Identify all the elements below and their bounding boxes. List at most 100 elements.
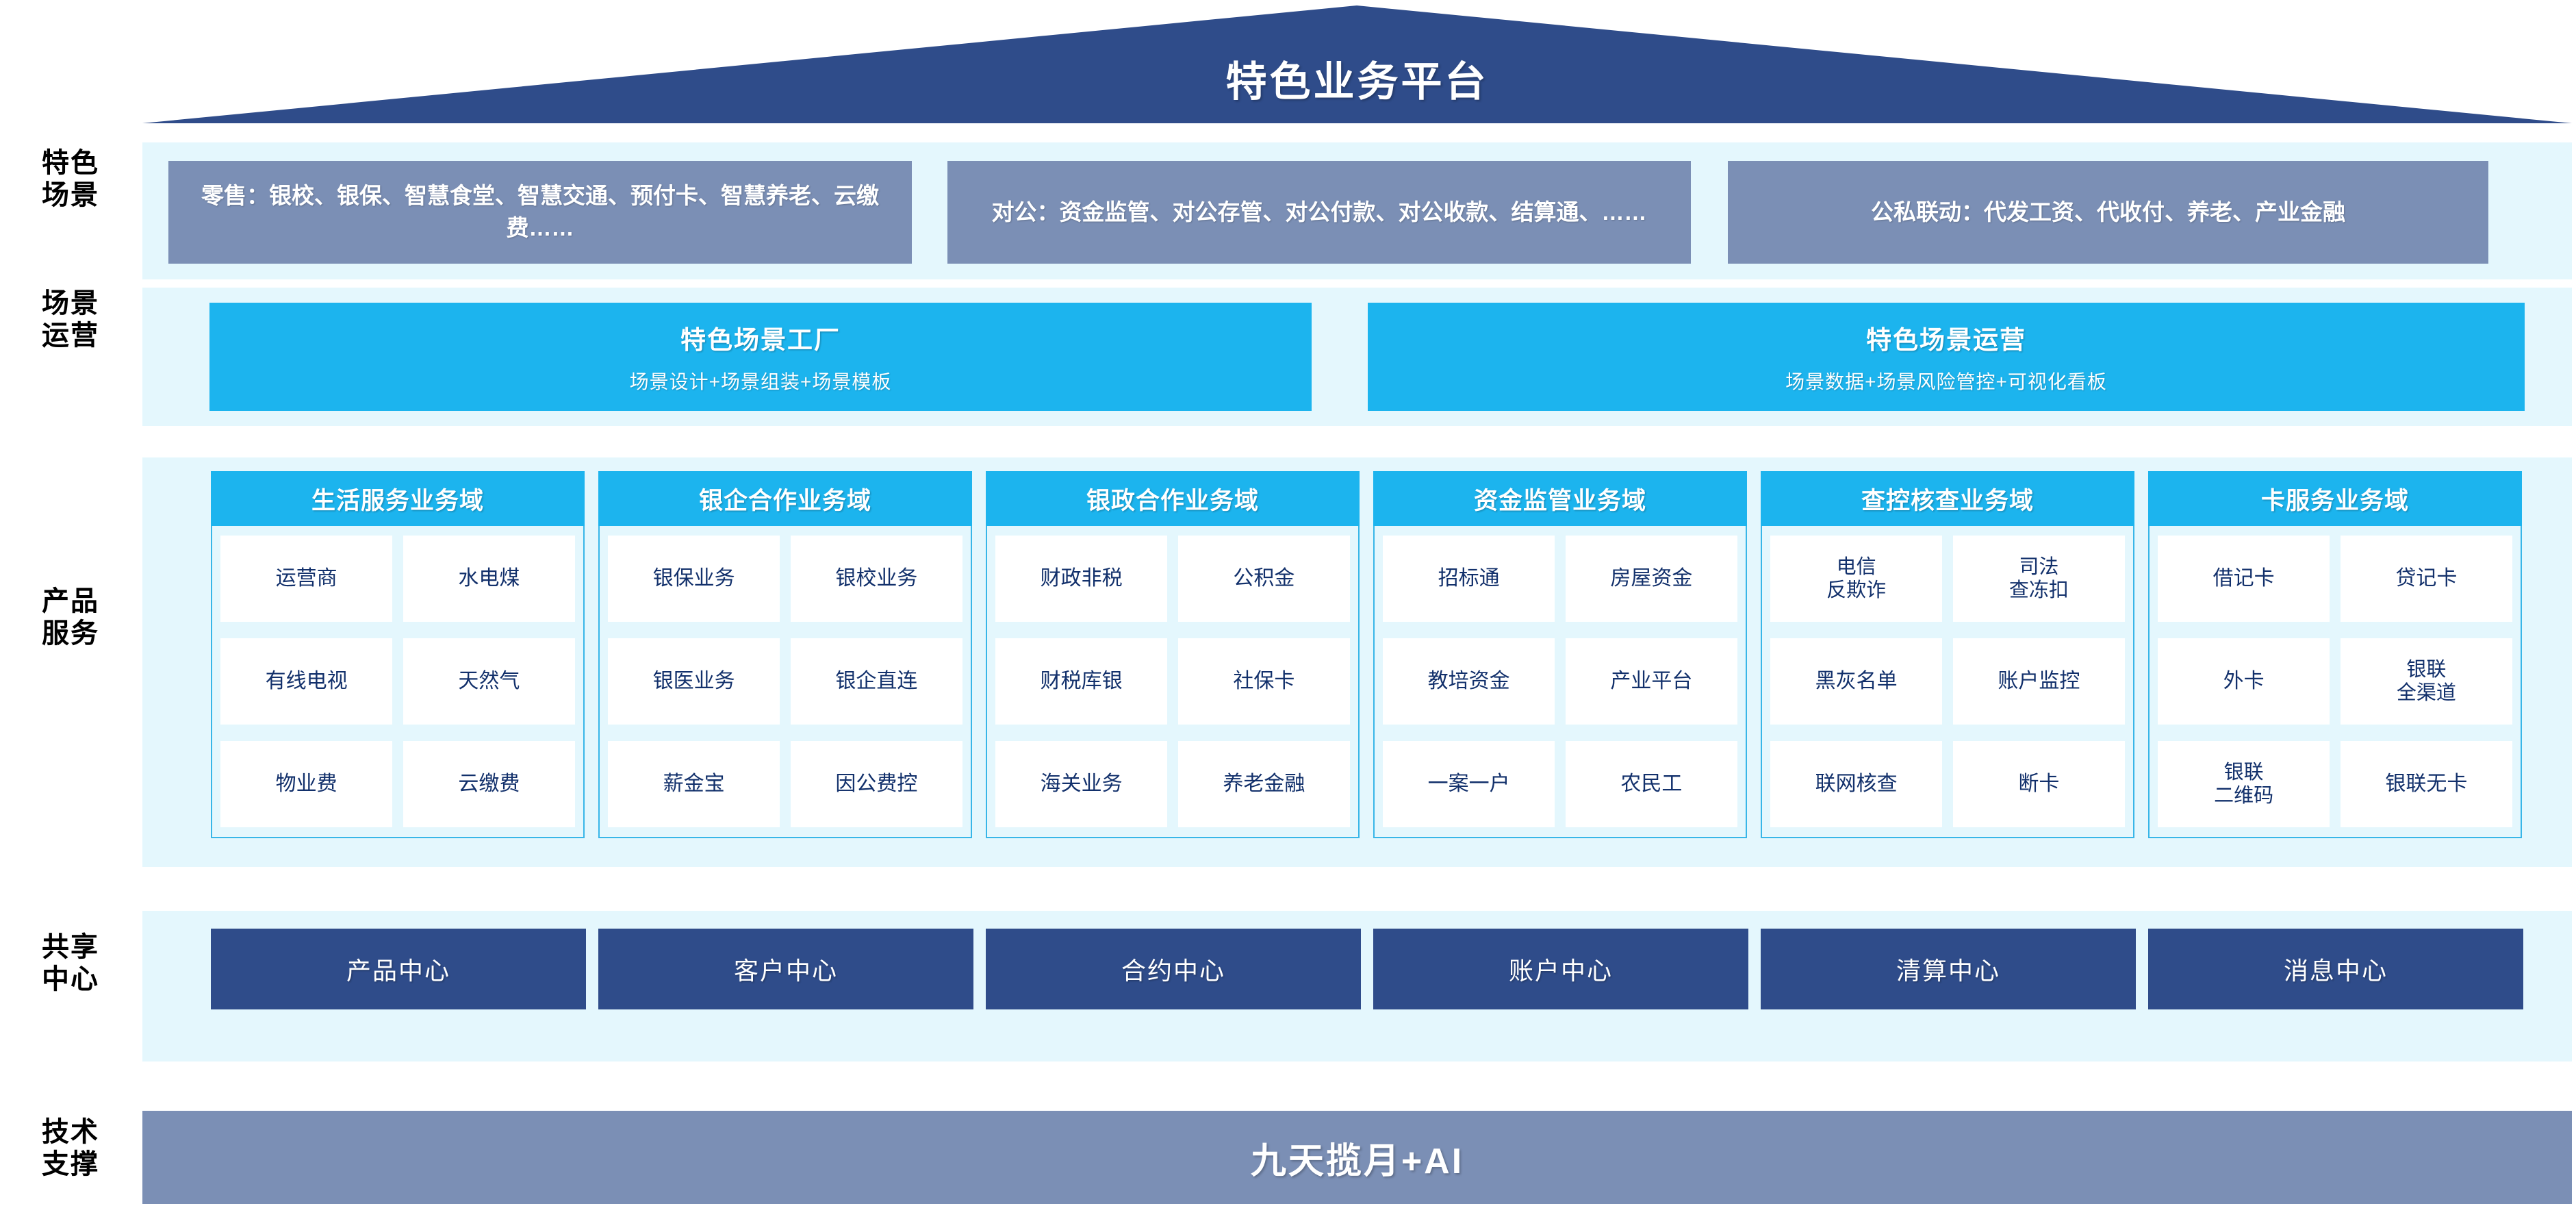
domain-row: 财税库银 社保卡 (995, 638, 1350, 725)
scenario-factory-title: 特色场景工厂 (680, 326, 841, 354)
shared-center-customer[interactable]: 客户中心 (598, 929, 973, 1009)
domain-cell[interactable]: 物业费 (220, 741, 393, 827)
shared-center-account[interactable]: 账户中心 (1373, 929, 1748, 1009)
domain-cell[interactable]: 房屋资金 (1565, 536, 1737, 622)
scenario-box-corporate[interactable]: 对公：资金监管、对公存管、对公付款、对公收款、结算通、…… (947, 161, 1691, 264)
scenario-box-public-private[interactable]: 公私联动：代发工资、代收付、养老、产业金融 (1728, 161, 2488, 264)
domain-cell[interactable]: 水电煤 (403, 536, 575, 622)
tech-support-label: 九天揽月+AI (1250, 1141, 1464, 1181)
scenario-operation-title: 特色场景运营 (1866, 326, 2026, 354)
domain-cell[interactable]: 银联 全渠道 (2340, 638, 2512, 725)
row-label-tech: 技术 支撑 (12, 1116, 129, 1181)
platform-roof-banner: 特色业务平台 (142, 5, 2572, 123)
domain-row: 教培资金 产业平台 (1383, 638, 1737, 725)
domain-cell[interactable]: 招标通 (1383, 536, 1555, 622)
domain-cell[interactable]: 断卡 (1952, 741, 2125, 827)
domain-column-life-service[interactable]: 生活服务业务域 运营商 水电煤 有线电视 天然气 物业费 云缴费 (211, 471, 585, 838)
domain-cells-investigation-control: 电信 反欺诈 司法 查冻扣 黑灰名单 账户监控 联网核查 断卡 (1761, 526, 2134, 838)
row-label-tech-text: 技术 支撑 (42, 1117, 99, 1180)
scenario-box-retail[interactable]: 零售：银校、银保、智慧食堂、智慧交通、预付卡、智慧养老、云缴费…… (168, 161, 912, 264)
domain-cell[interactable]: 农民工 (1565, 741, 1737, 827)
row-label-scenario-text: 特色 场景 (42, 148, 99, 211)
domain-cell[interactable]: 银保业务 (608, 536, 780, 622)
domain-cell[interactable]: 一案一户 (1383, 741, 1555, 827)
domain-title-fund-supervision: 资金监管业务域 (1373, 471, 1747, 526)
scenario-factory-subtitle: 场景设计+场景组装+场景模板 (629, 371, 892, 392)
domain-cells-bank-government: 财政非税 公积金 财税库银 社保卡 海关业务 养老金融 (986, 526, 1360, 838)
domain-cell[interactable]: 教培资金 (1383, 638, 1555, 725)
row-label-product-text: 产品 服务 (42, 586, 99, 649)
scenario-corporate-text: 对公：资金监管、对公存管、对公付款、对公收款、结算通、…… (991, 199, 1647, 225)
domain-cell[interactable]: 借记卡 (2158, 536, 2330, 622)
domain-row: 黑灰名单 账户监控 (1770, 638, 2125, 725)
domain-cell[interactable]: 运营商 (220, 536, 393, 622)
domain-row: 电信 反欺诈 司法 查冻扣 (1770, 536, 2125, 622)
domain-title-card-service: 卡服务业务域 (2148, 471, 2522, 526)
row-label-shared: 共享 中心 (12, 931, 129, 996)
shared-center-clearing[interactable]: 清算中心 (1761, 929, 2136, 1009)
domain-cell[interactable]: 银企直连 (790, 638, 962, 725)
shared-center-product[interactable]: 产品中心 (211, 929, 586, 1009)
domain-title-bank-government: 银政合作业务域 (986, 471, 1360, 526)
domain-row: 一案一户 农民工 (1383, 741, 1737, 827)
domain-title-investigation-control: 查控核查业务域 (1761, 471, 2134, 526)
shared-center-contract[interactable]: 合约中心 (986, 929, 1361, 1009)
domain-cells-fund-supervision: 招标通 房屋资金 教培资金 产业平台 一案一户 农民工 (1373, 526, 1747, 838)
domain-cell[interactable]: 养老金融 (1177, 741, 1350, 827)
domain-column-fund-supervision[interactable]: 资金监管业务域 招标通 房屋资金 教培资金 产业平台 一案一户 农民工 (1373, 471, 1747, 838)
domain-row: 招标通 房屋资金 (1383, 536, 1737, 622)
domain-row: 海关业务 养老金融 (995, 741, 1350, 827)
scenario-factory-box[interactable]: 特色场景工厂 场景设计+场景组装+场景模板 (209, 303, 1312, 411)
page-title: 特色业务平台 (1225, 59, 1489, 105)
product-service-band: 生活服务业务域 运营商 水电煤 有线电视 天然气 物业费 云缴费 银企合作业务域… (142, 457, 2572, 867)
scenario-operation-subtitle: 场景数据+场景风险管控+可视化看板 (1785, 371, 2107, 392)
domain-cell[interactable]: 海关业务 (995, 741, 1168, 827)
domain-cell[interactable]: 有线电视 (220, 638, 393, 725)
domain-cell[interactable]: 账户监控 (1952, 638, 2125, 725)
domain-row: 银医业务 银企直连 (608, 638, 962, 725)
scenario-operation-box[interactable]: 特色场景运营 场景数据+场景风险管控+可视化看板 (1368, 303, 2525, 411)
roof-shape-icon (142, 5, 2572, 123)
tech-support-bar[interactable]: 九天揽月+AI (142, 1111, 2572, 1204)
domain-cells-bank-enterprise: 银保业务 银校业务 银医业务 银企直连 薪金宝 因公费控 (598, 526, 972, 838)
row-label-scenario: 特色 场景 (12, 147, 129, 212)
domain-cell[interactable]: 社保卡 (1177, 638, 1350, 725)
domain-column-bank-government[interactable]: 银政合作业务域 财政非税 公积金 财税库银 社保卡 海关业务 养老金融 (986, 471, 1360, 838)
domain-column-bank-enterprise[interactable]: 银企合作业务域 银保业务 银校业务 银医业务 银企直连 薪金宝 因公费控 (598, 471, 972, 838)
domain-column-investigation-control[interactable]: 查控核查业务域 电信 反欺诈 司法 查冻扣 黑灰名单 账户监控 联网核查 断卡 (1761, 471, 2134, 838)
domain-title-life-service: 生活服务业务域 (211, 471, 585, 526)
domain-row: 有线电视 天然气 (220, 638, 575, 725)
domain-cells-card-service: 借记卡 贷记卡 外卡 银联 全渠道 银联 二维码 银联无卡 (2148, 526, 2522, 838)
domain-cell[interactable]: 司法 查冻扣 (1952, 536, 2125, 622)
scenario-band: 零售：银校、银保、智慧食堂、智慧交通、预付卡、智慧养老、云缴费…… 对公：资金监… (142, 142, 2572, 279)
domain-cell[interactable]: 电信 反欺诈 (1770, 536, 1943, 622)
domain-cells-life-service: 运营商 水电煤 有线电视 天然气 物业费 云缴费 (211, 526, 585, 838)
domain-cell[interactable]: 银联无卡 (2340, 741, 2512, 827)
domain-cell[interactable]: 黑灰名单 (1770, 638, 1943, 725)
domain-cell[interactable]: 产业平台 (1565, 638, 1737, 725)
domain-cell[interactable]: 外卡 (2158, 638, 2330, 725)
domain-cell[interactable]: 公积金 (1177, 536, 1350, 622)
domain-column-card-service[interactable]: 卡服务业务域 借记卡 贷记卡 外卡 银联 全渠道 银联 二维码 银联无卡 (2148, 471, 2522, 838)
row-label-operation-text: 场景 运营 (42, 288, 99, 351)
row-label-operation: 场景 运营 (12, 288, 129, 352)
domain-cell[interactable]: 贷记卡 (2340, 536, 2512, 622)
domain-cell[interactable]: 财税库银 (995, 638, 1168, 725)
domain-cell[interactable]: 因公费控 (790, 741, 962, 827)
shared-center-message[interactable]: 消息中心 (2148, 929, 2523, 1009)
domain-row: 薪金宝 因公费控 (608, 741, 962, 827)
domain-cell[interactable]: 薪金宝 (608, 741, 780, 827)
domain-cell[interactable]: 银医业务 (608, 638, 780, 725)
domain-cell[interactable]: 银校业务 (790, 536, 962, 622)
domain-cell[interactable]: 银联 二维码 (2158, 741, 2330, 827)
domain-cell[interactable]: 天然气 (403, 638, 575, 725)
row-label-shared-text: 共享 中心 (42, 932, 99, 995)
domain-row: 银联 二维码 银联无卡 (2158, 741, 2512, 827)
domain-row: 银保业务 银校业务 (608, 536, 962, 622)
domain-title-bank-enterprise: 银企合作业务域 (598, 471, 972, 526)
domain-cell[interactable]: 联网核查 (1770, 741, 1943, 827)
domain-row: 外卡 银联 全渠道 (2158, 638, 2512, 725)
domain-cell[interactable]: 财政非税 (995, 536, 1168, 622)
domain-row: 财政非税 公积金 (995, 536, 1350, 622)
domain-cell[interactable]: 云缴费 (403, 741, 575, 827)
